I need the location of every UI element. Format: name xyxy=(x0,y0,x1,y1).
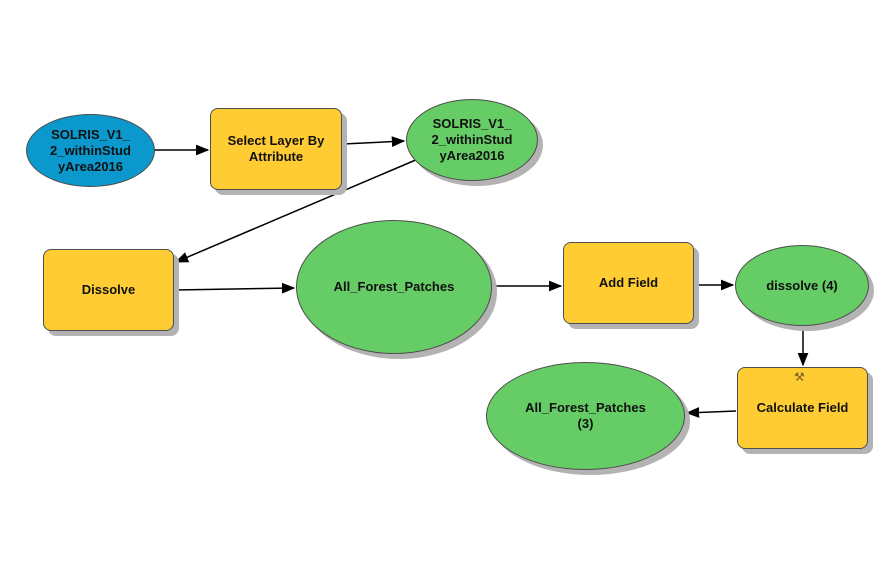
input-data-node[interactable]: SOLRIS_V1_ 2_withinStud yArea2016 xyxy=(26,114,155,187)
selected-layer-node[interactable]: SOLRIS_V1_ 2_withinStud yArea2016 xyxy=(406,99,538,181)
selected-layer-label: SOLRIS_V1_ 2_withinStud yArea2016 xyxy=(431,116,513,163)
add-field-label: Add Field xyxy=(598,275,659,290)
add-field-tool[interactable]: Add Field xyxy=(563,242,694,324)
dissolve-label: Dissolve xyxy=(81,282,136,297)
dissolve-4-label: dissolve (4) xyxy=(766,277,838,293)
calculate-field-tool[interactable]: ⚒ Calculate Field xyxy=(737,367,868,449)
calculate-field-label: Calculate Field xyxy=(756,400,849,415)
connector-calcfield-to-forest3[interactable] xyxy=(685,407,737,418)
dissolve-tool[interactable]: Dissolve xyxy=(43,249,174,331)
all-forest-patches-3-node[interactable]: All_Forest_Patches (3) xyxy=(486,362,685,470)
connector-select-to-selected[interactable] xyxy=(342,136,406,147)
all-forest-patches-label: All_Forest_Patches xyxy=(333,279,455,294)
input-data-label: SOLRIS_V1_ 2_withinStud yArea2016 xyxy=(50,126,131,174)
select-layer-by-attribute-label: Select Layer By Attribute xyxy=(227,133,325,164)
all-forest-patches-node[interactable]: All_Forest_Patches xyxy=(296,220,492,354)
connector-dissolve-to-forest[interactable] xyxy=(174,282,296,294)
select-layer-by-attribute-tool[interactable]: Select Layer By Attribute xyxy=(210,108,342,190)
hammer-icon: ⚒ xyxy=(794,370,805,384)
all-forest-patches-3-label: All_Forest_Patches (3) xyxy=(525,400,646,431)
dissolve-4-node[interactable]: dissolve (4) xyxy=(735,245,869,326)
connector-selected-to-dissolve[interactable] xyxy=(174,158,419,263)
